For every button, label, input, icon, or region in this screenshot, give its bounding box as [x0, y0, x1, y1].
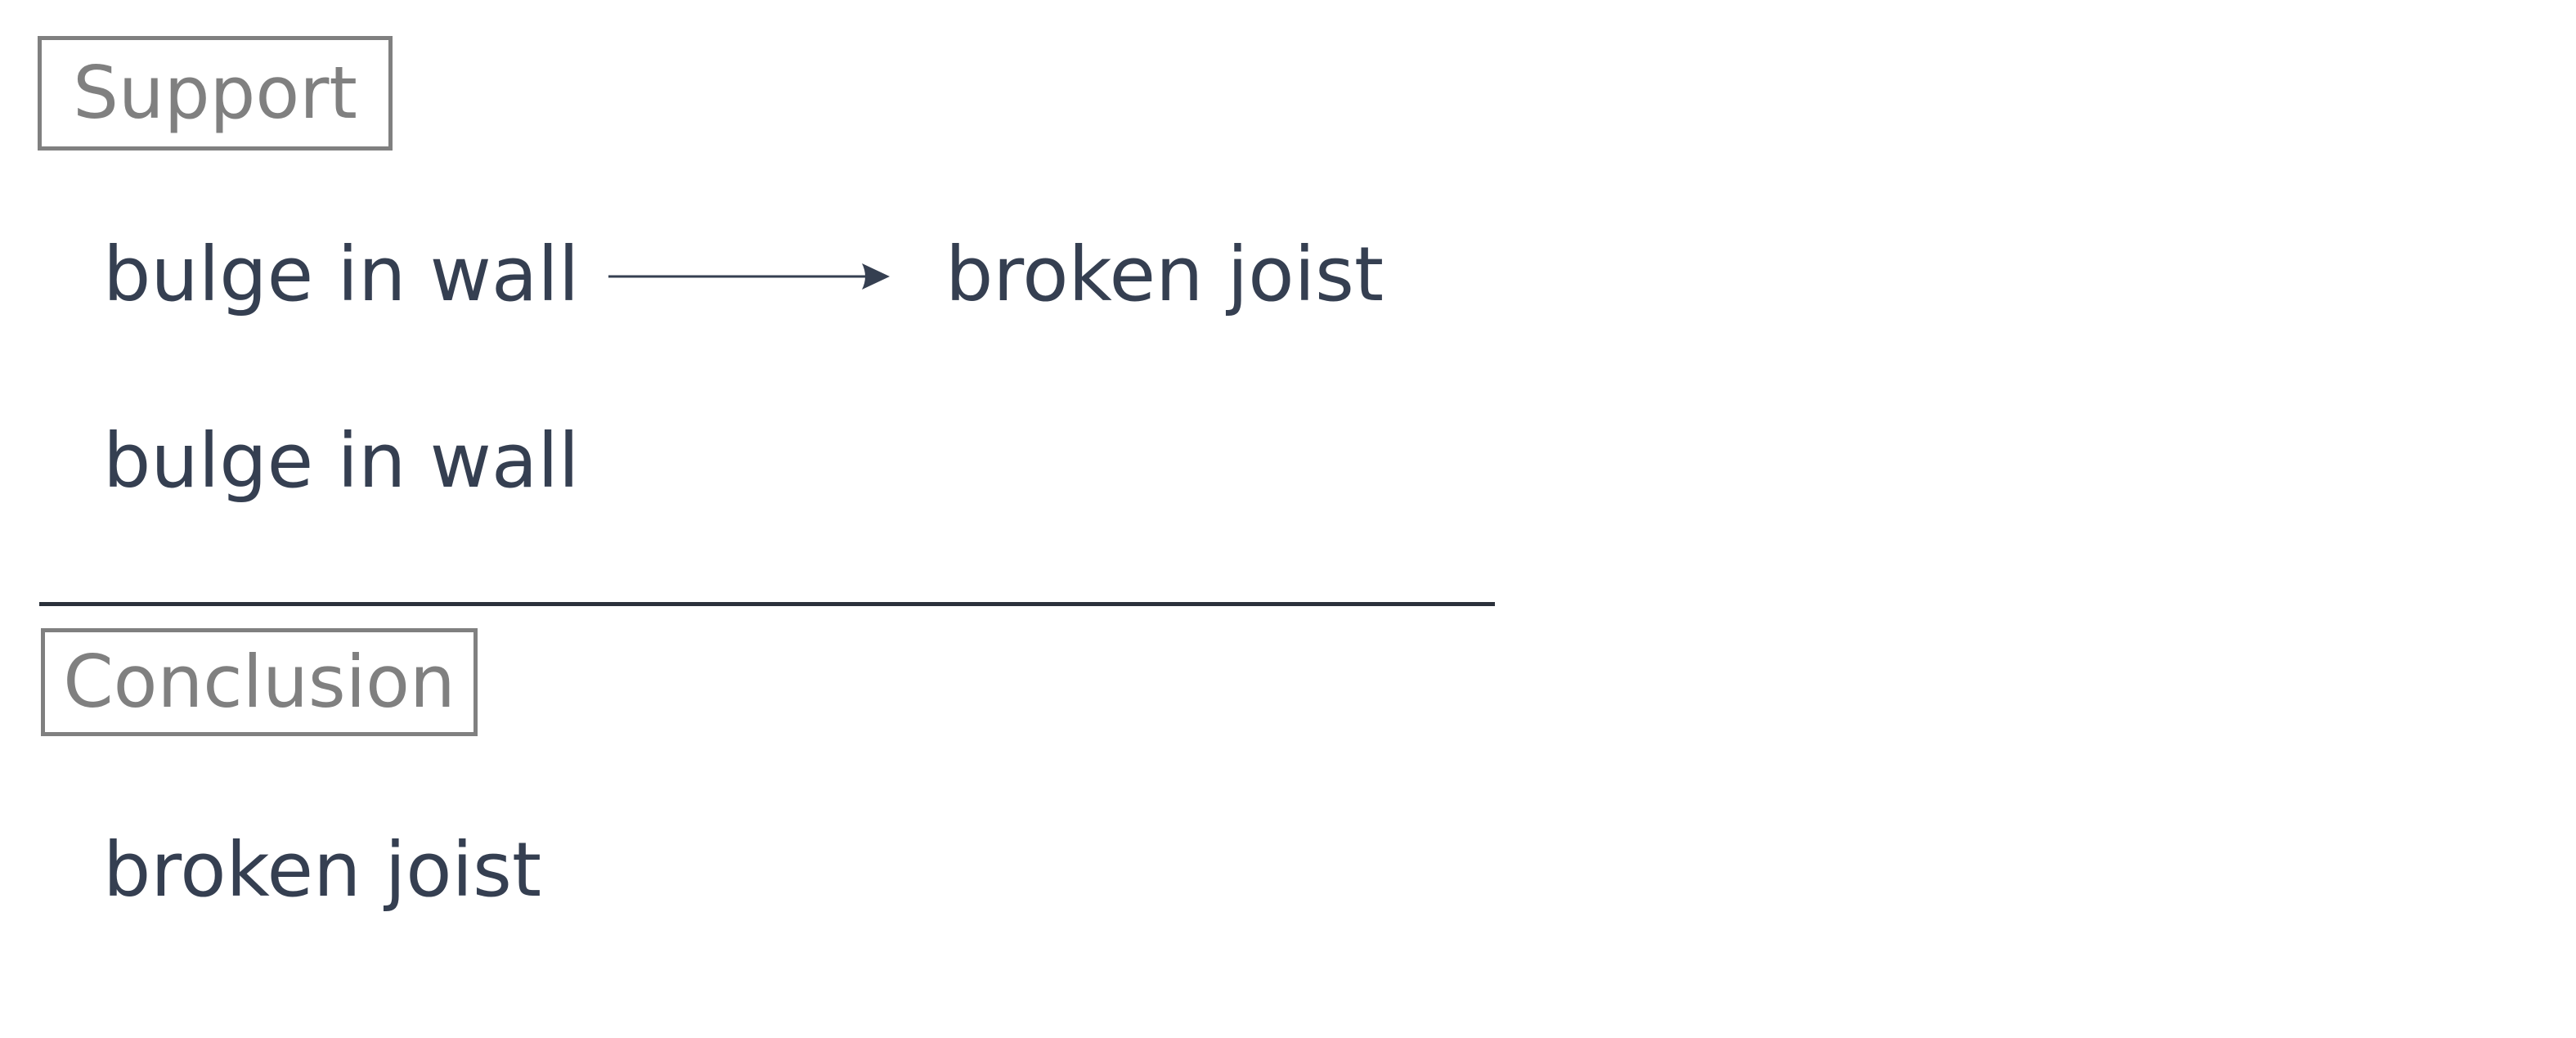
conclusion-statement: broken joist [103, 826, 542, 914]
inference-divider [39, 602, 1495, 606]
conclusion-heading: Conclusion [41, 628, 478, 736]
premise-1-consequent: broken joist [945, 231, 1384, 318]
implies-arrow-icon [608, 263, 890, 290]
premise-1-antecedent: bulge in wall [103, 231, 580, 318]
support-heading: Support [38, 36, 393, 151]
premise-2-statement: bulge in wall [103, 417, 580, 505]
